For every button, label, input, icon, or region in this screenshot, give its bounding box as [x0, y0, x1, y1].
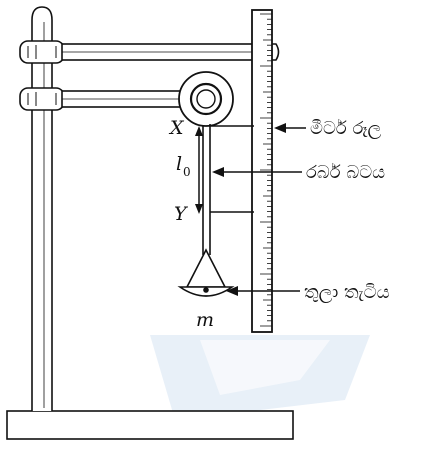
label-point-y: Y [174, 203, 189, 225]
length-arrow [195, 126, 203, 214]
label-length-subscript: 0 [183, 165, 191, 179]
label-rubber-band: රබර් බටය [306, 162, 385, 183]
lower-clamp [19, 87, 65, 111]
lower-arm [61, 90, 185, 108]
stand-base [6, 410, 294, 440]
scale-pan [177, 248, 235, 297]
pulley [178, 71, 234, 127]
label-length-symbol: l [176, 153, 182, 175]
label-mass: m [196, 309, 214, 331]
meter-ruler [251, 9, 273, 333]
rubber-band [202, 124, 211, 255]
upper-clamp [19, 40, 65, 64]
arrow-rubber-band [212, 167, 302, 177]
arrow-scale-pan [226, 286, 300, 296]
label-scale-pan: තුලා තැටිය [304, 282, 390, 303]
watermark-logo [150, 335, 370, 420]
label-point-x: X [168, 117, 185, 139]
arrow-meter-ruler [274, 123, 306, 133]
stand-rod [31, 6, 53, 411]
upper-arm [61, 43, 280, 61]
ruler-ticks [260, 13, 272, 327]
label-meter-ruler: මීටර් රූල [310, 118, 382, 139]
